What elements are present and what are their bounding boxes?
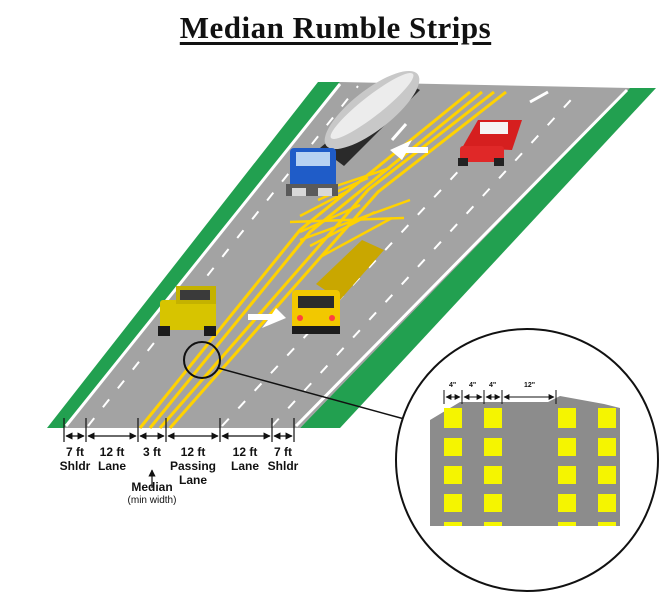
detail-dim-1: 4" — [449, 382, 456, 389]
left-edge-line — [64, 83, 342, 427]
yellow-jeep — [158, 286, 216, 336]
detail-dim-2: 4" — [469, 382, 476, 389]
detail-dimensions — [443, 390, 557, 404]
lane-dash-right — [271, 89, 581, 427]
passing-lane-dash — [221, 149, 479, 427]
arrow-down-icon — [390, 140, 428, 160]
arrow-up-icon — [248, 308, 286, 328]
right-edge-line — [294, 88, 629, 428]
lane-dash-left — [87, 85, 359, 427]
red-car — [458, 120, 522, 166]
lane-label-median: 3 ft — [143, 445, 161, 459]
lane-dimension-lines — [63, 418, 295, 488]
rumble-strip-detail — [430, 396, 620, 526]
magnifier-leader — [217, 367, 409, 421]
magnifier-ring — [183, 341, 221, 379]
direction-arrows — [248, 90, 549, 328]
diagram-title: Median Rumble Strips — [179, 10, 492, 45]
tanker-truck — [286, 70, 420, 196]
school-bus — [292, 240, 384, 334]
median-stripes — [138, 90, 507, 429]
left-grass — [47, 82, 340, 428]
detail-dim-3: 4" — [489, 382, 496, 389]
right-grass — [300, 88, 656, 428]
merge-hatching — [289, 166, 411, 258]
detail-dim-4: 12" — [524, 382, 535, 389]
median-label: Median(min width) — [127, 480, 177, 506]
